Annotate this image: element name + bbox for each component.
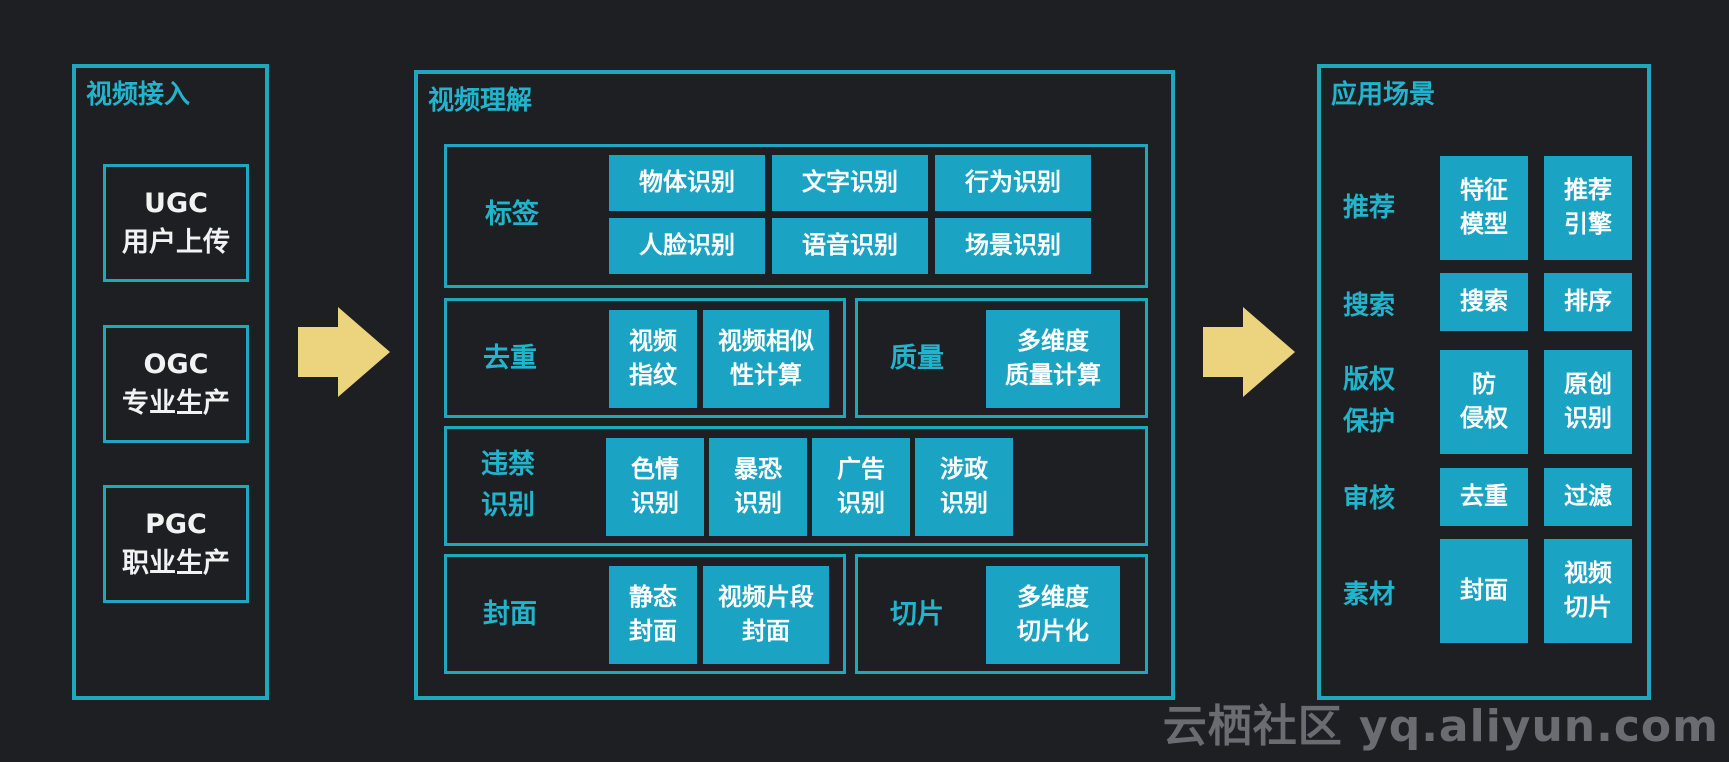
tag-face-recognition: 人脸识别 — [609, 218, 765, 274]
understand-panel: 视频理解 标签 物体识别 文字识别 行为识别 人脸识别 语音识别 场景识别 去重… — [414, 70, 1175, 700]
tag-speech-recognition: 语音识别 — [772, 218, 928, 274]
apps-title: 应用场景 — [1331, 80, 1436, 110]
banned-group: 违禁 识别 色情 识别 暴恐 识别 广告 识别 涉政 识别 — [444, 426, 1148, 546]
flow-arrow-icon — [1203, 307, 1295, 397]
tag-text-recognition: 文字识别 — [772, 155, 928, 211]
app-original-recognition: 原创 识别 — [1544, 350, 1632, 454]
app-anti-infringement: 防 侵权 — [1440, 350, 1528, 454]
understand-title: 视频理解 — [428, 86, 533, 116]
app-feature-model: 特征 模型 — [1440, 156, 1528, 260]
slice-label: 切片 — [890, 599, 944, 630]
source-ogc: OGC 专业生产 — [103, 325, 249, 443]
arrow-shape — [1203, 307, 1295, 397]
app-recommend-engine: 推荐 引擎 — [1544, 156, 1632, 260]
app-label-material: 素材 — [1343, 580, 1396, 610]
source-label: 职业生产 — [122, 548, 230, 579]
dedup-video-fingerprint: 视频 指纹 — [609, 310, 697, 408]
app-dedup: 去重 — [1440, 468, 1528, 526]
banned-terror: 暴恐 识别 — [709, 438, 807, 536]
ingest-panel: 视频接入 UGC 用户上传 OGC 专业生产 PGC 职业生产 — [72, 64, 269, 700]
cover-label: 封面 — [483, 599, 537, 630]
source-label: 用户上传 — [122, 227, 230, 258]
source-code: UGC — [144, 187, 208, 219]
source-code: OGC — [143, 348, 209, 380]
cover-group: 封面 静态 封面 视频片段 封面 — [444, 554, 846, 674]
dedup-group: 去重 视频 指纹 视频相似 性计算 — [444, 298, 846, 418]
tags-group: 标签 物体识别 文字识别 行为识别 人脸识别 语音识别 场景识别 — [444, 144, 1148, 288]
app-label-copyright: 版权 保护 — [1343, 365, 1396, 437]
flow-arrow-icon — [298, 307, 390, 397]
app-label-review: 审核 — [1343, 484, 1396, 514]
slice-group: 切片 多维度 切片化 — [855, 554, 1148, 674]
tag-action-recognition: 行为识别 — [935, 155, 1091, 211]
app-search: 搜索 — [1440, 273, 1528, 331]
source-label: 专业生产 — [122, 388, 230, 419]
app-label-recommend: 推荐 — [1343, 193, 1396, 223]
quality-group: 质量 多维度 质量计算 — [855, 298, 1148, 418]
app-label-search: 搜索 — [1343, 291, 1396, 321]
cover-video-clip: 视频片段 封面 — [703, 566, 829, 664]
apps-panel: 应用场景 推荐 特征 模型 推荐 引擎 搜索 搜索 排序 版权 保护 防 侵权 … — [1317, 64, 1651, 700]
app-cover: 封面 — [1440, 539, 1528, 643]
dedup-similarity-calc: 视频相似 性计算 — [703, 310, 829, 408]
banned-political: 涉政 识别 — [915, 438, 1013, 536]
source-pgc: PGC 职业生产 — [103, 485, 249, 603]
tags-label: 标签 — [485, 199, 539, 230]
banned-ads: 广告 识别 — [812, 438, 910, 536]
app-video-slice: 视频 切片 — [1544, 539, 1632, 643]
dedup-label: 去重 — [483, 343, 537, 374]
quality-label: 质量 — [890, 343, 944, 374]
tag-object-recognition: 物体识别 — [609, 155, 765, 211]
banned-porn: 色情 识别 — [606, 438, 704, 536]
app-filter: 过滤 — [1544, 468, 1632, 526]
arrow-shape — [298, 307, 390, 397]
watermark: 云栖社区 yq.aliyun.com — [1162, 701, 1719, 752]
ingest-title: 视频接入 — [86, 80, 191, 110]
tag-scene-recognition: 场景识别 — [935, 218, 1091, 274]
source-ugc: UGC 用户上传 — [103, 164, 249, 282]
source-code: PGC — [145, 508, 207, 540]
slice-multidim: 多维度 切片化 — [986, 566, 1120, 664]
quality-multidim-calc: 多维度 质量计算 — [986, 310, 1120, 408]
banned-label: 违禁 识别 — [481, 449, 535, 521]
app-ranking: 排序 — [1544, 273, 1632, 331]
cover-static: 静态 封面 — [609, 566, 697, 664]
